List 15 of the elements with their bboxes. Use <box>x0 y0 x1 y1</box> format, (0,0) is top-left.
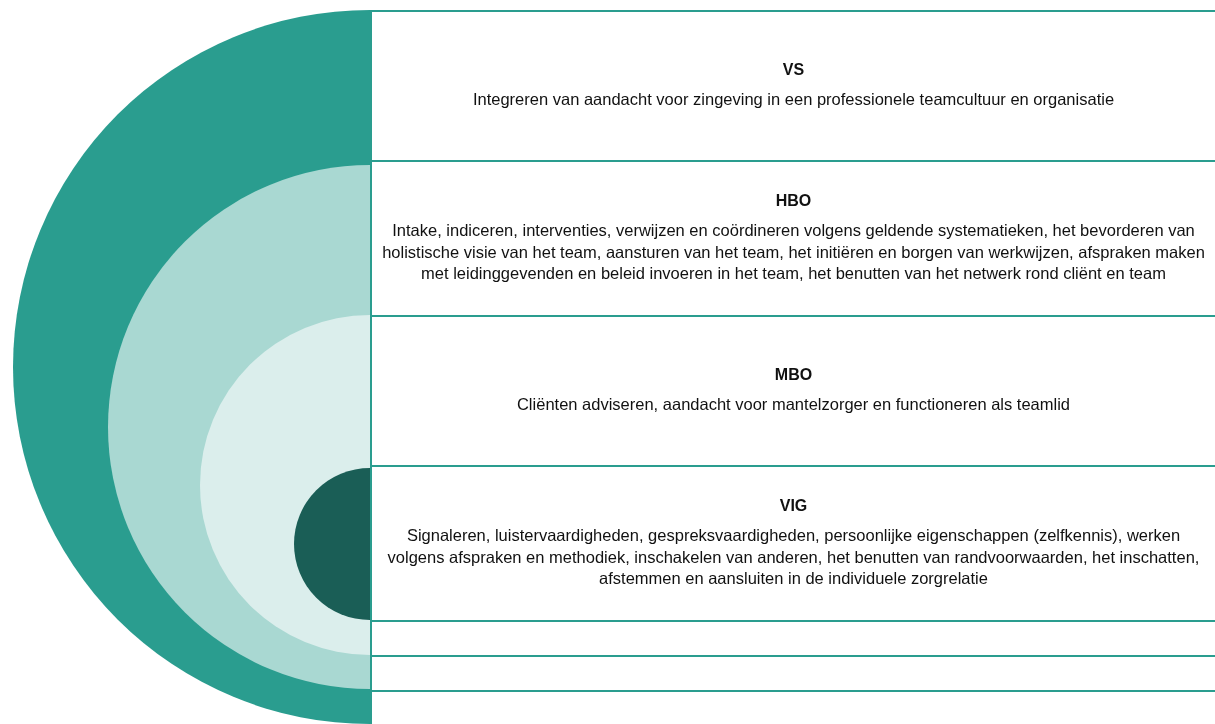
empty-row <box>370 690 1215 724</box>
empty-row <box>370 620 1215 655</box>
level-heading: VS <box>782 61 805 80</box>
empty-row <box>370 655 1215 690</box>
text-box <box>370 160 1215 315</box>
description-text: Integreren van aandacht voor zingeving in een professionele teamcultuur en organisatie <box>472 89 1115 111</box>
description-text: Signaleren, luistervaardigheden, gespreksvaardigheden, persoonlijke eigenschappen (zelfkennis), werken volgens afspraken en methodiek, inschakelen van anderen, het benutten van randvoorwaarden, het inschatten, afstemmen en aansluiten in de individuele zorgrelatie <box>386 525 1201 590</box>
description-text: Intake, indiceren, interventies, verwijzen en coördineren volgens geldende systematieken, het bevorderen van holistische visie van het team, aansturen van het team, het initiëren en borgen van werkwijzen, afspraken maken met leidinggevenden en beleid invoeren in het team, het benutten van het netwerk rond cliënt en team <box>382 220 1205 285</box>
description-text: Cliënten adviseren, aandacht voor mantelzorger en functioneren als teamlid <box>516 394 1071 416</box>
text-box <box>370 10 1215 160</box>
text-box <box>370 465 1215 620</box>
level-heading: VIG <box>779 497 808 516</box>
text-box <box>370 315 1215 465</box>
level-heading: MBO <box>774 366 813 385</box>
level-heading: HBO <box>775 192 812 211</box>
